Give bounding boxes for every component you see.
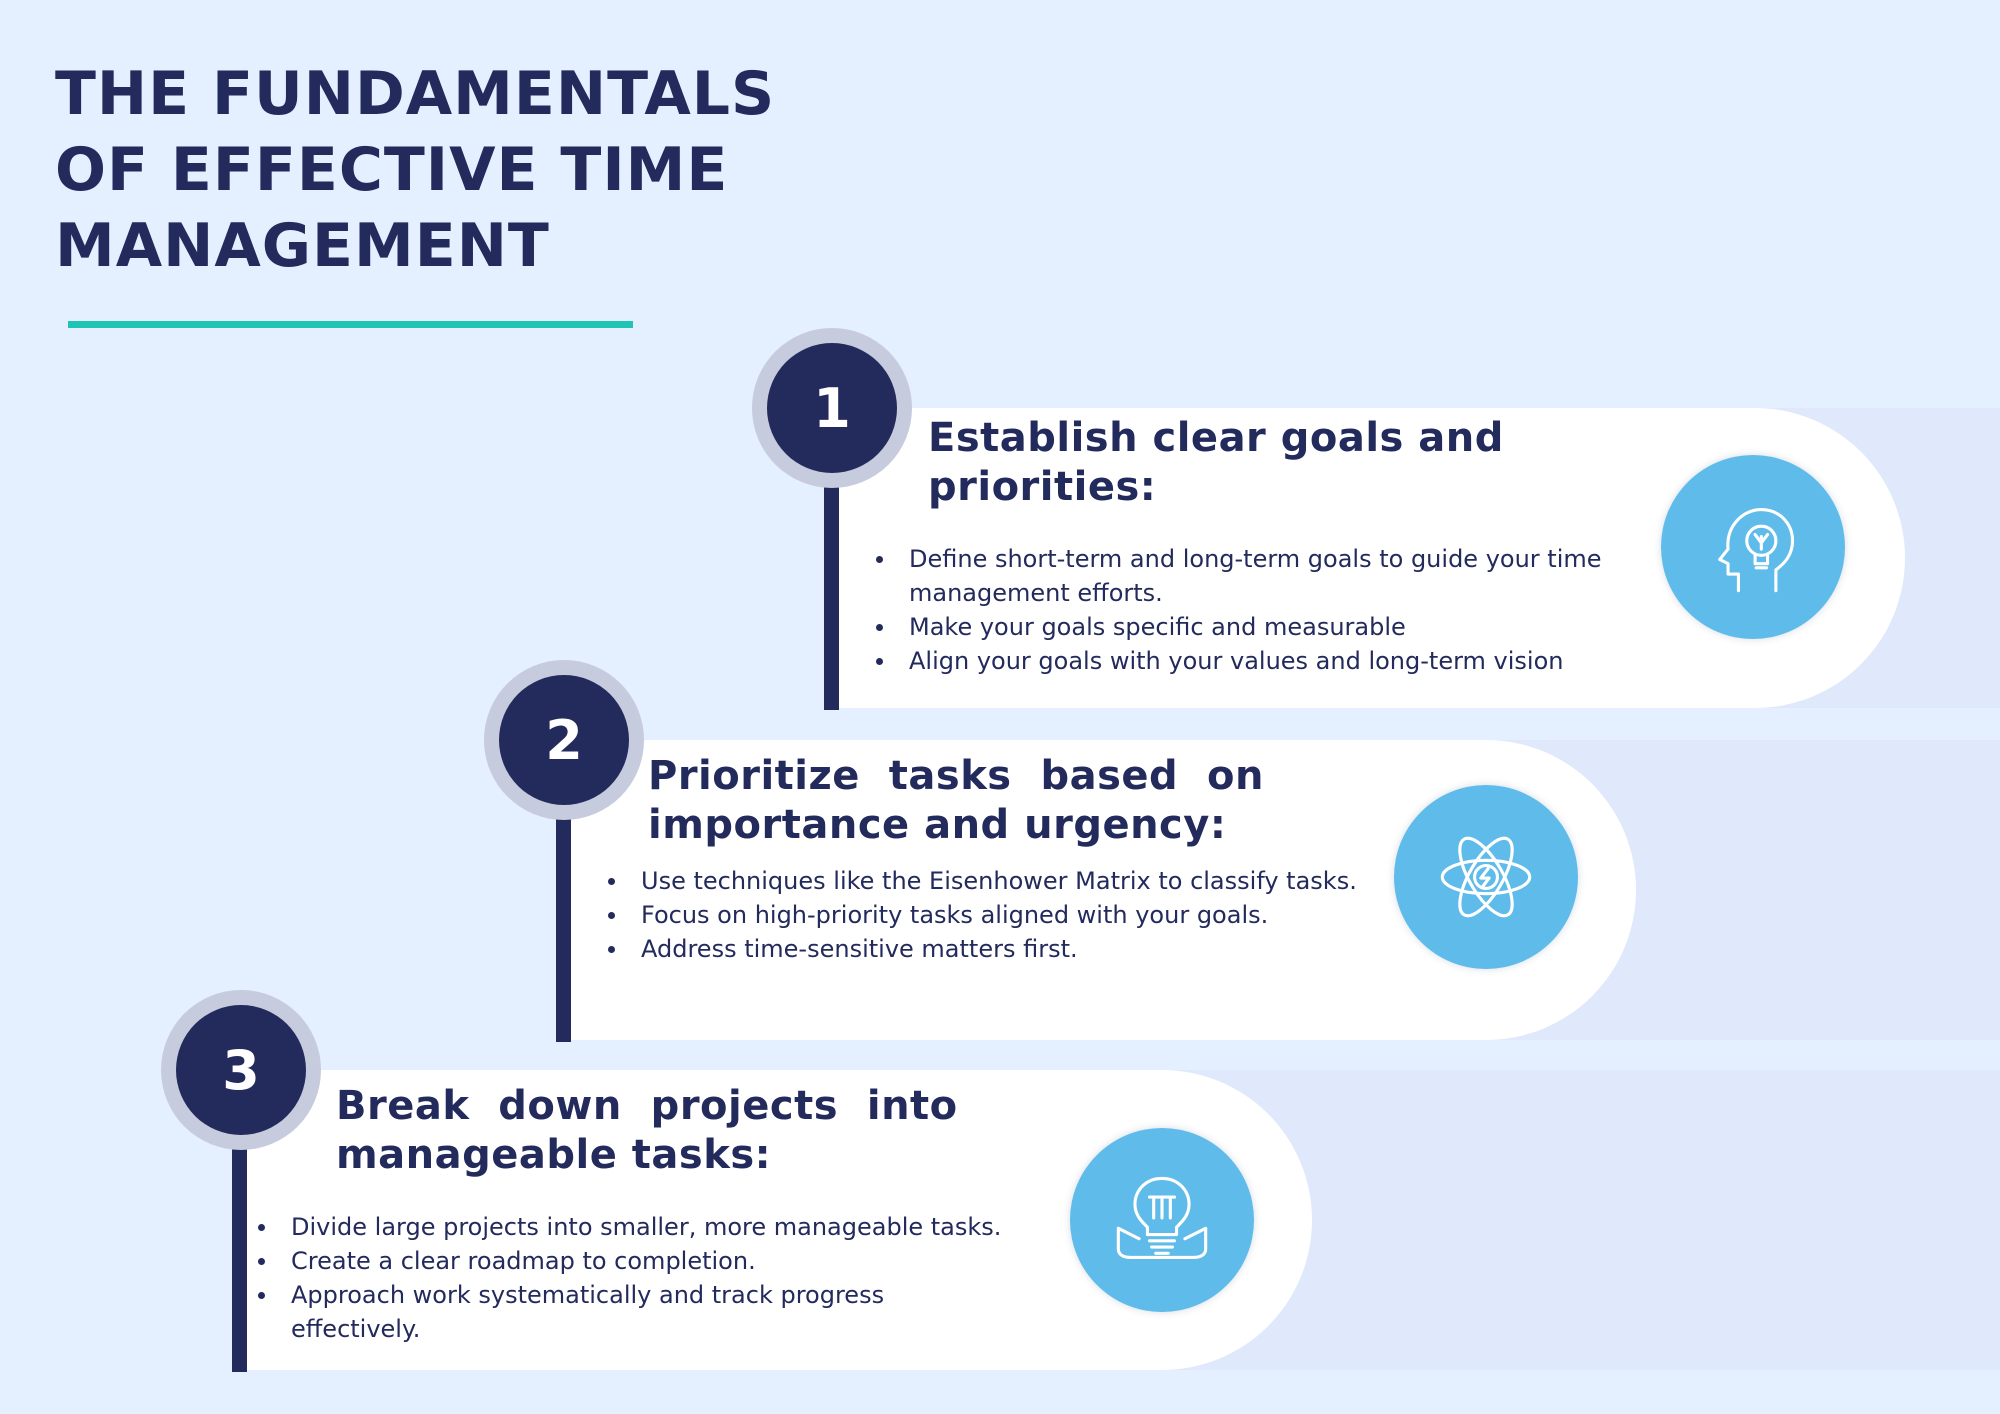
head-lightbulb-icon [1718, 508, 1795, 593]
atom-lightning-icon [1440, 836, 1532, 918]
step-1-number-badge: 1 [767, 343, 897, 473]
list-item: Address time-sensitive matters first. [606, 932, 1366, 966]
step-3-icon-circle [1070, 1128, 1254, 1312]
step-3-heading: Break down projects into manageable task… [336, 1083, 958, 1178]
page-title: THE FUNDAMENTALS OF EFFECTIVE TIME MANAG… [55, 59, 776, 281]
step-3-bullet-list: Divide large projects into smaller, more… [256, 1210, 1076, 1346]
list-item: Use techniques like the Eisenhower Matri… [606, 864, 1366, 898]
step-1-heading: Establish clear goals and priorities: [928, 415, 1504, 510]
step-1-bullet-list: Define short-term and long-term goals to… [874, 542, 1634, 678]
step-3-stem [232, 1080, 247, 1372]
step-2-badge-ring: 2 [484, 660, 644, 820]
step-2-stem [556, 750, 571, 1042]
step-2-icon-circle [1394, 785, 1578, 969]
step-2-bullet-list: Use techniques like the Eisenhower Matri… [606, 864, 1366, 966]
list-item: Make your goals specific and measurable [874, 610, 1634, 644]
step-1-icon-circle [1661, 455, 1845, 639]
step-1-badge-ring: 1 [752, 328, 912, 488]
step-3-number-badge: 3 [176, 1005, 306, 1135]
list-item: Divide large projects into smaller, more… [256, 1210, 1076, 1244]
step-3-badge-ring: 3 [161, 990, 321, 1150]
list-item: Create a clear roadmap to completion. [256, 1244, 1076, 1278]
list-item: Define short-term and long-term goals to… [874, 542, 1634, 610]
list-item: Focus on high-priority tasks aligned wit… [606, 898, 1366, 932]
step-2-heading: Prioritize tasks based on importance and… [648, 753, 1264, 848]
title-underline [68, 321, 633, 328]
hand-lightbulb-icon [1116, 1176, 1208, 1259]
step-1-stem [824, 420, 839, 710]
list-item: Approach work systematically and track p… [256, 1278, 966, 1346]
list-item: Align your goals with your values and lo… [874, 644, 1634, 678]
step-2-number-badge: 2 [499, 675, 629, 805]
